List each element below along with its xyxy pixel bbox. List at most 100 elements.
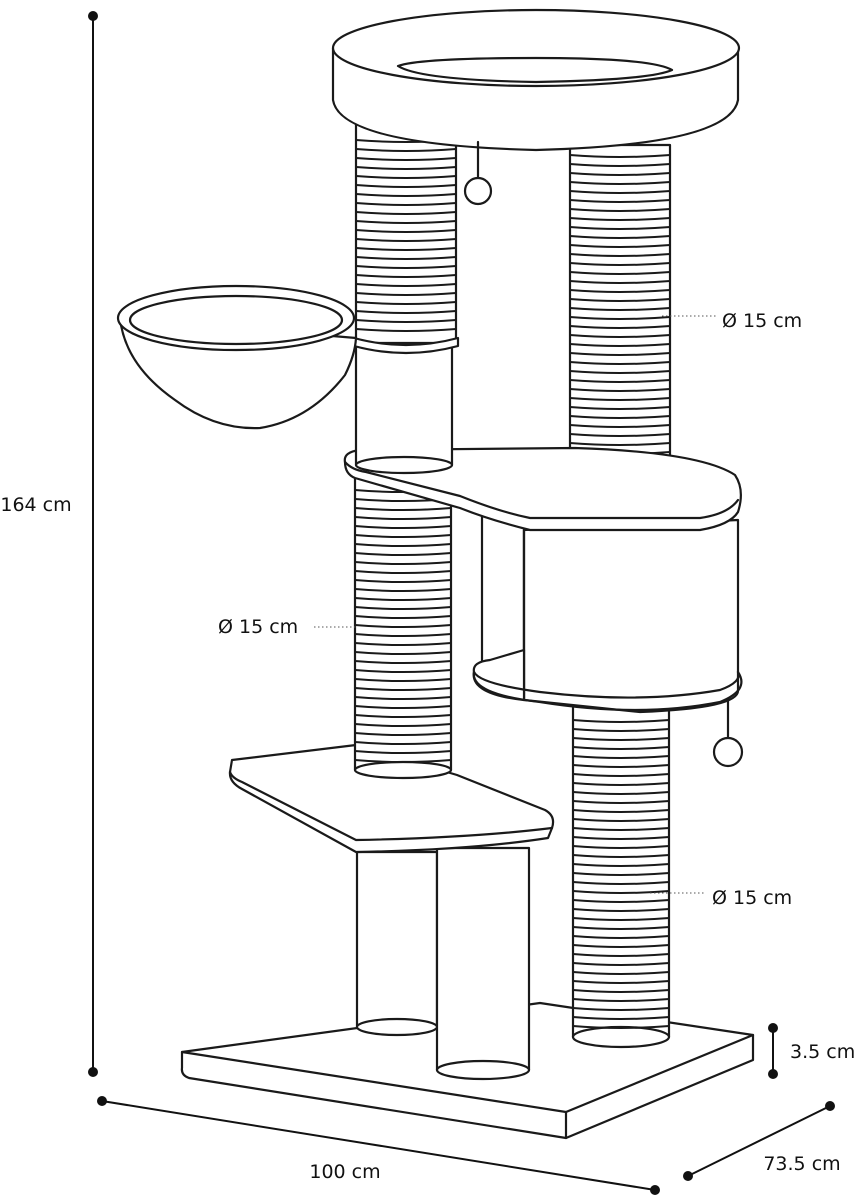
sisal-stripe: [569, 307, 671, 311]
sisal-stripe: [569, 352, 671, 356]
diameter-label-lower-right: Ø 15 cm: [712, 887, 792, 909]
sisal-stripe: [572, 971, 670, 975]
sisal-stripe: [569, 262, 671, 266]
sisal-stripe: [569, 289, 671, 293]
bowl-hammock: [116, 284, 358, 430]
sisal-stripe: [354, 714, 452, 718]
sisal-stripe: [569, 388, 671, 392]
sisal-stripe: [354, 669, 452, 673]
sisal-stripe: [572, 944, 670, 948]
sisal-stripe: [572, 935, 670, 939]
sisal-stripe: [355, 328, 457, 332]
sisal-stripe: [354, 660, 452, 664]
sisal-stripe: [569, 370, 671, 374]
sisal-stripe: [354, 579, 452, 583]
depth-dimension: 73.5 cm: [683, 1101, 841, 1181]
sisal-stripe: [354, 732, 452, 736]
post-bottom-left: [355, 850, 439, 1037]
sisal-stripe: [354, 651, 452, 655]
sisal-stripe: [355, 238, 457, 242]
post-upper-left-plain: [354, 338, 454, 475]
sisal-stripe: [572, 818, 670, 822]
sisal-stripe: [569, 172, 671, 176]
sisal-stripe: [355, 292, 457, 296]
sisal-stripe: [572, 863, 670, 867]
lower-platform: [228, 743, 555, 854]
sisal-stripe: [569, 253, 671, 257]
sisal-stripe: [355, 283, 457, 287]
sisal-stripe: [354, 723, 452, 727]
sisal-stripe: [569, 424, 671, 428]
sisal-stripe: [572, 737, 670, 741]
sisal-stripe: [572, 782, 670, 786]
sisal-stripe: [569, 244, 671, 248]
height-label: 164 cm: [0, 494, 71, 516]
sisal-stripe: [569, 325, 671, 329]
sisal-stripe: [572, 1025, 670, 1029]
sisal-stripe: [569, 415, 671, 419]
sisal-stripe: [569, 154, 671, 158]
sisal-stripe: [354, 516, 452, 520]
sisal-stripe: [355, 274, 457, 278]
sisal-stripe: [354, 507, 452, 511]
post-upper-left: [352, 113, 460, 355]
sisal-stripe: [354, 525, 452, 529]
sisal-stripe: [354, 750, 452, 754]
sisal-stripe: [572, 998, 670, 1002]
sisal-stripe: [569, 271, 671, 275]
post-lower-right: [571, 703, 671, 1049]
sisal-stripe: [569, 280, 671, 284]
sisal-stripe: [572, 1016, 670, 1020]
sisal-stripe: [569, 334, 671, 338]
sisal-stripe: [572, 728, 670, 732]
sisal-stripe: [572, 872, 670, 876]
sisal-stripe: [569, 379, 671, 383]
sisal-stripe: [572, 890, 670, 894]
height-dimension: 164 cm: [0, 11, 98, 1077]
sisal-stripe: [355, 193, 457, 197]
sisal-stripe: [569, 217, 671, 221]
sisal-stripe: [354, 543, 452, 547]
sisal-stripe: [569, 433, 671, 437]
sisal-stripe: [354, 588, 452, 592]
support-pole: [480, 513, 526, 667]
width-label: 100 cm: [309, 1161, 380, 1183]
sisal-stripe: [572, 908, 670, 912]
sisal-stripe: [572, 845, 670, 849]
base-thickness-dimension: 3.5 cm: [768, 1023, 855, 1079]
sisal-stripe: [355, 184, 457, 188]
sisal-stripe: [572, 1007, 670, 1011]
sisal-stripe: [354, 741, 452, 745]
sisal-stripe: [355, 229, 457, 233]
sisal-stripe: [355, 301, 457, 305]
sisal-stripe: [569, 235, 671, 239]
sisal-stripe: [354, 705, 452, 709]
sisal-stripe: [354, 687, 452, 691]
sisal-stripe: [569, 343, 671, 347]
sisal-stripe: [354, 570, 452, 574]
hideout-box: [472, 518, 744, 768]
sisal-stripe: [569, 361, 671, 365]
diameter-upper-right: Ø 15 cm: [662, 310, 802, 332]
sisal-stripe: [354, 759, 452, 763]
sisal-stripe: [355, 310, 457, 314]
sisal-stripe: [354, 633, 452, 637]
sisal-stripe: [572, 980, 670, 984]
sisal-stripe: [569, 163, 671, 167]
sisal-stripe: [572, 836, 670, 840]
depth-label: 73.5 cm: [763, 1153, 840, 1175]
post-upper-right: [568, 143, 672, 493]
diameter-middle-left: Ø 15 cm: [218, 616, 358, 638]
sisal-stripe: [572, 917, 670, 921]
sisal-stripe: [355, 157, 457, 161]
sisal-stripe: [572, 809, 670, 813]
sisal-stripe: [572, 773, 670, 777]
sisal-stripe: [355, 166, 457, 170]
sisal-stripe: [354, 606, 452, 610]
sisal-stripe: [569, 397, 671, 401]
post-bottom-front: [435, 846, 531, 1081]
sisal-stripe: [569, 406, 671, 410]
sisal-stripe: [355, 256, 457, 260]
post-middle-left: [353, 473, 453, 780]
